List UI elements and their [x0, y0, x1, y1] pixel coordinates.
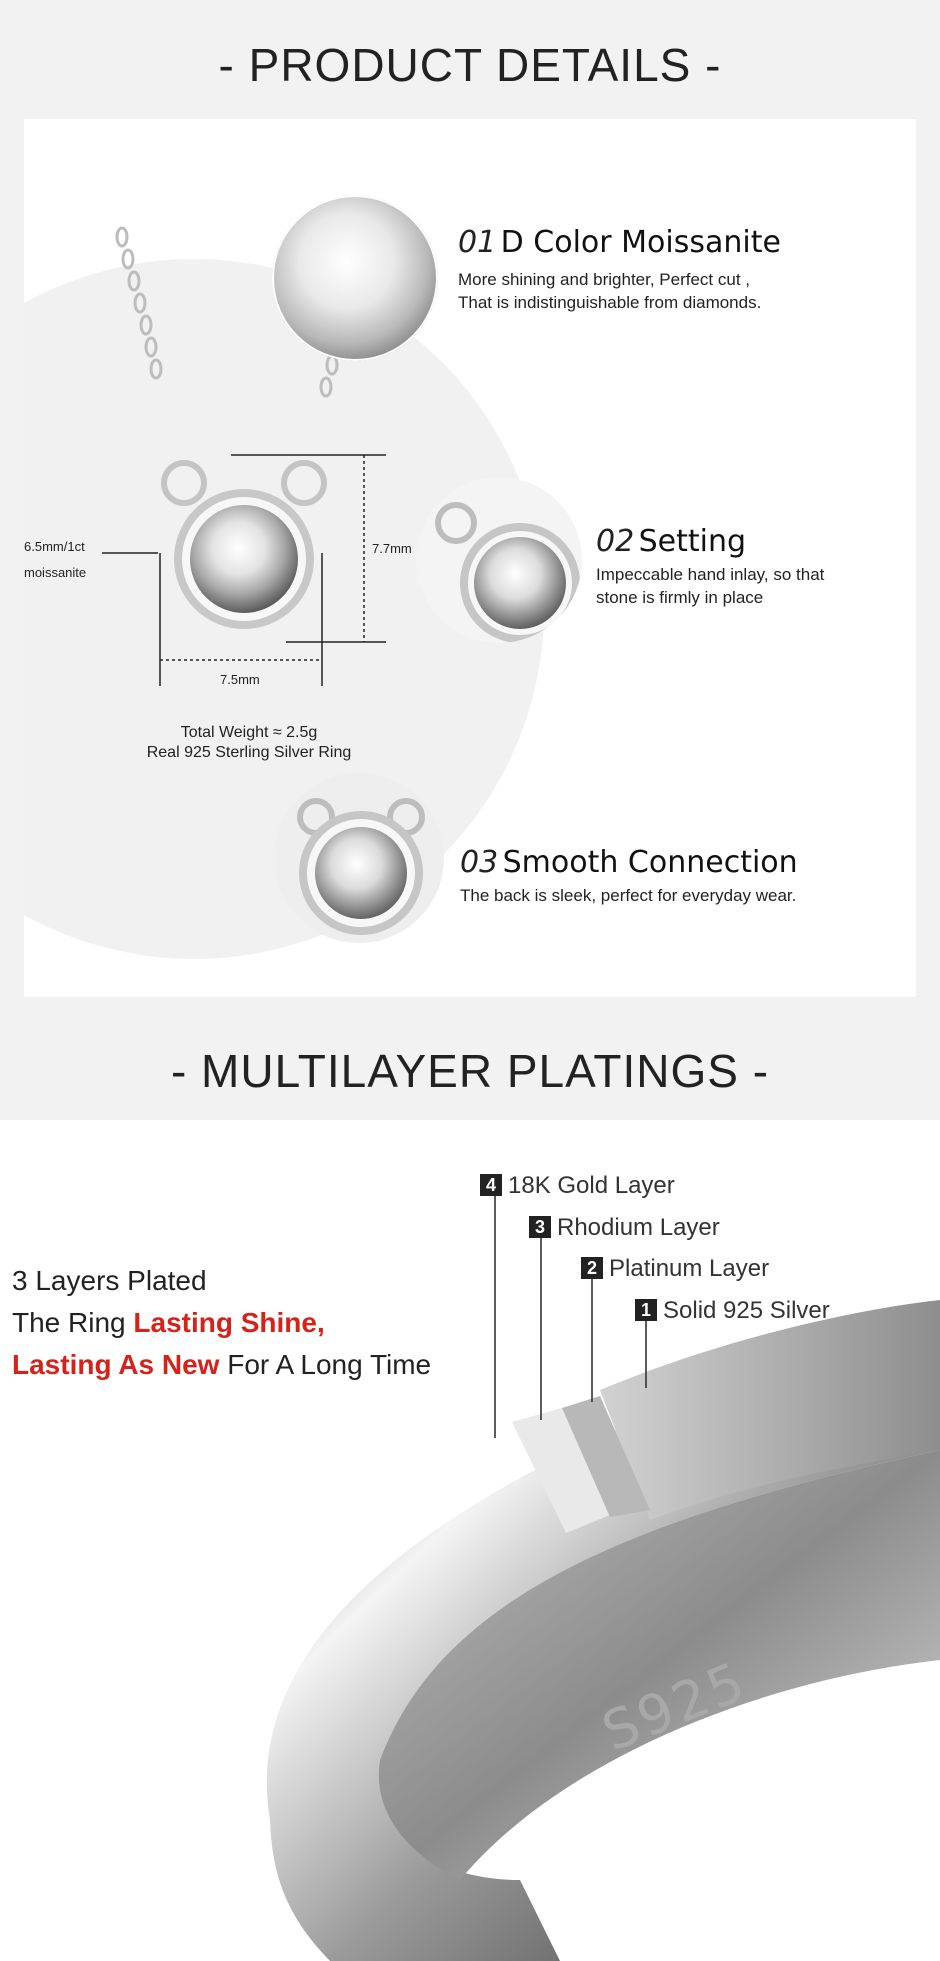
- feature-01-desc-line2: That is indistinguishable from diamonds.: [458, 293, 762, 312]
- feature-03-title: Smooth Connection: [502, 845, 798, 880]
- layer-2-number: 2: [581, 1257, 603, 1279]
- layer-4-number: 4: [480, 1174, 502, 1196]
- weight-note: Total Weight ≈ 2.5g Real 925 Sterling Si…: [84, 723, 414, 763]
- feature-01-heading: 01 D Color Moissanite: [458, 225, 781, 260]
- layer-1-text: Solid 925 Silver: [663, 1297, 830, 1324]
- feature-02-title: Setting: [638, 524, 747, 559]
- setting-closeup-drawing: [435, 502, 580, 643]
- layer-3-number: 3: [529, 1216, 551, 1238]
- plating-tagline: 3 Layers Plated The Ring Lasting Shine, …: [12, 1260, 431, 1386]
- tagline-line2-prefix: The Ring: [12, 1307, 134, 1338]
- feature-03-number: 03: [460, 845, 499, 880]
- tagline-line1: 3 Layers Plated: [12, 1265, 207, 1296]
- tagline-line3-suffix: For A Long Time: [219, 1349, 432, 1380]
- platings-heading: - MULTILAYER PLATINGS -: [170, 1045, 770, 1097]
- width-label: 7.5mm: [220, 672, 260, 687]
- feature-02-description: Impeccable hand inlay, so that stone is …: [596, 563, 824, 609]
- feature-01-title: D Color Moissanite: [500, 225, 781, 260]
- feature-03-heading: 03 Smooth Connection: [460, 845, 798, 880]
- setting-closeup-image: [416, 477, 582, 643]
- tagline-line3-highlight: Lasting As New: [12, 1349, 220, 1380]
- feature-01-number: 01: [458, 225, 497, 260]
- stone-size-label: 6.5mm/1ct: [24, 539, 85, 554]
- layer-1-label: 1 Solid 925 Silver: [635, 1297, 830, 1325]
- feature-02-desc-line2: stone is firmly in place: [596, 588, 764, 607]
- tagline-line2-highlight: Lasting Shine,: [133, 1307, 325, 1338]
- product-details-panel: 6.5mm/1ct moissanite 7.7mm 7.5mm Total W…: [24, 119, 916, 997]
- layer-3-text: Rhodium Layer: [557, 1214, 720, 1241]
- necklace-illustration: [102, 226, 386, 686]
- feature-01-description: More shining and brighter, Perfect cut ,…: [458, 268, 761, 314]
- back-view-drawing: [297, 798, 425, 935]
- weight-line: Total Weight ≈ 2.5g: [180, 724, 318, 741]
- height-label: 7.7mm: [372, 541, 412, 556]
- feature-02-desc-line1: Impeccable hand inlay, so that: [596, 565, 825, 584]
- feature-01-desc-line1: More shining and brighter, Perfect cut ,: [458, 270, 750, 289]
- product-details-heading: - PRODUCT DETAILS -: [218, 39, 722, 91]
- feature-02-heading: 02 Setting: [596, 524, 746, 559]
- feature-03-description: The back is sleek, perfect for everyday …: [460, 884, 796, 907]
- layer-4-label: 4 18K Gold Layer: [480, 1172, 675, 1200]
- back-view-image: [274, 773, 444, 943]
- feature-02-number: 02: [596, 524, 635, 559]
- feature-03-desc-line1: The back is sleek, perfect for everyday …: [460, 886, 797, 905]
- tagline-line3: Lasting As New For A Long Time: [12, 1344, 431, 1386]
- layer-3-label: 3 Rhodium Layer: [529, 1214, 720, 1242]
- material-line: Real 925 Sterling Silver Ring: [146, 744, 352, 761]
- ring-illustration: [266, 1190, 940, 1961]
- layer-2-label: 2 Platinum Layer: [581, 1255, 769, 1283]
- tagline-line2: The Ring Lasting Shine,: [12, 1302, 431, 1344]
- layer-1-number: 1: [635, 1299, 657, 1321]
- layer-2-text: Platinum Layer: [609, 1255, 770, 1282]
- moissanite-stone-image: [272, 195, 438, 361]
- layer-4-text: 18K Gold Layer: [508, 1172, 675, 1199]
- stone-type-label: moissanite: [24, 565, 87, 580]
